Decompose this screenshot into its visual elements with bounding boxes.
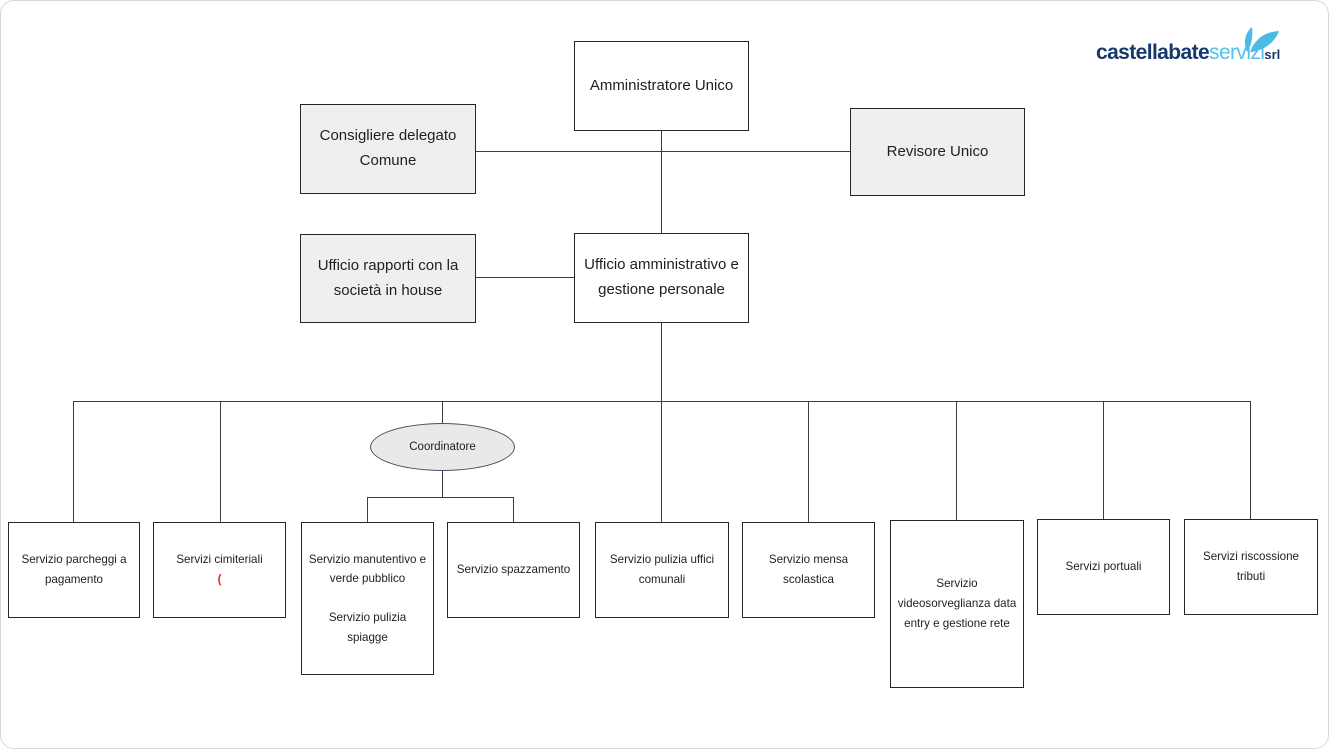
node-label: Ufficio amministrativo e gestione person… [584,256,739,298]
connector-drop-mensa [808,401,810,522]
node-ufficio-amministrativo: Ufficio amministrativo e gestione person… [574,233,749,323]
node-label: Revisore Unico [886,142,989,160]
node-servizio-spazzamento: Servizio spazzamento [447,522,580,618]
node-label: Servizio parcheggi a pagamento [21,553,127,586]
node-label: Servizi cimiteriali [176,553,263,567]
connector-drop-pulizia-uffici [661,323,663,522]
node-label: Servizio mensa scolastica [768,553,849,586]
node-label: Servizio manutentivo e verde pubblico [308,552,427,586]
node-revisore-unico: Revisore Unico [850,108,1025,196]
connector-bracket-manutentivo [367,497,369,522]
connector-drop-coordinatore [442,401,444,424]
node-servizi-riscossione: Servizi riscossione tributi [1184,519,1318,615]
node-label-secondary: Servizio pulizia spiagge [328,611,407,644]
connector-bracket-spazzamento [513,497,515,522]
red-parenthesis-note: ( [217,573,222,586]
node-label: Consigliere delegato Comune [319,127,457,169]
node-coordinatore: Coordinatore [370,423,515,471]
node-servizi-portuali: Servizi portuali [1037,519,1170,615]
connector-rapporti-ufficio [476,277,574,279]
connector-drop-parcheggi [73,401,75,522]
logo-text-servizi: servizi [1209,41,1265,64]
node-consigliere-delegato: Consigliere delegato Comune [300,104,476,194]
node-label: Servizi riscossione tributi [1203,550,1299,583]
node-label: Servizio pulizia uffici comunali [609,553,715,586]
connector-drop-portuali [1103,401,1105,519]
node-label: Ufficio rapporti con la società in house [317,256,459,299]
node-label: Amministratore Unico [589,76,734,94]
node-label: Servizi portuali [1065,560,1142,574]
connector-consigliere-revisore [476,151,850,153]
logo-text-castellabate: castellabate [1096,41,1210,64]
node-amministratore-unico: Amministratore Unico [574,41,749,131]
node-servizio-pulizia-uffici: Servizio pulizia uffici comunali [595,522,729,618]
logo-text-srl: srl [1264,47,1281,62]
node-servizio-parcheggi: Servizio parcheggi a pagamento [8,522,140,618]
node-servizi-cimiteriali: Servizi cimiteriali ( [153,522,286,618]
connector-coordinatore-bracket [367,497,514,499]
node-label: Servizio spazzamento [456,563,571,577]
node-servizio-mensa: Servizio mensa scolastica [742,522,875,618]
node-servizio-videosorveglianza: Servizio videosorveglianza data entry e … [890,520,1024,688]
connector-drop-videosorveglianza [956,401,958,520]
leaf-icon [1244,27,1279,52]
connector-drop-riscossione [1250,401,1252,519]
connector-coordinatore-stem [442,470,444,497]
connector-amministratore-ufficio [661,131,663,233]
node-label: Servizio videosorveglianza data entry e … [897,577,1017,630]
node-ufficio-rapporti: Ufficio rapporti con la società in house [300,234,476,323]
connector-drop-cimiteriali [220,401,222,522]
node-label: Coordinatore [409,441,476,453]
node-servizio-manutentivo: Servizio manutentivo e verde pubblico Se… [301,522,434,675]
